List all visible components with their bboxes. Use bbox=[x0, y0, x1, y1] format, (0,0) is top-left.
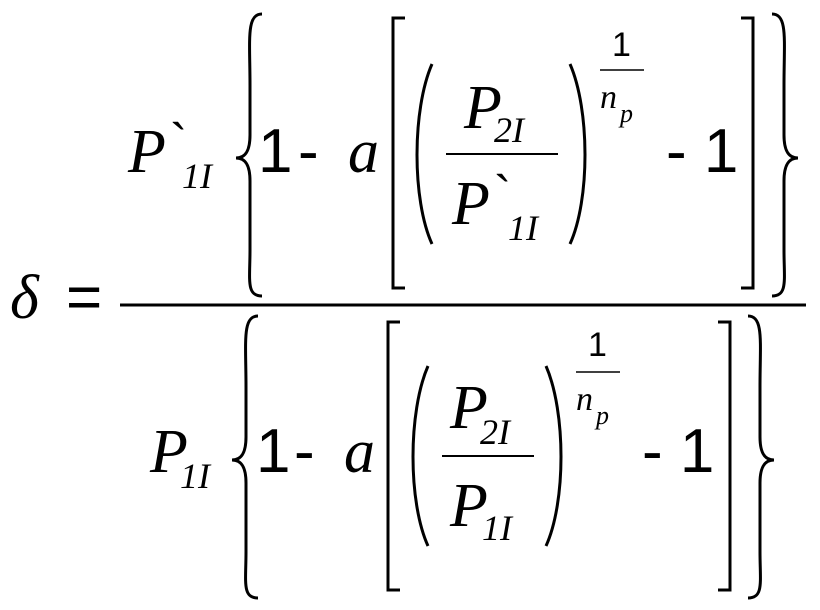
num-left-brace bbox=[235, 12, 263, 298]
num-coef: a bbox=[348, 118, 379, 186]
den-frac-top-sub: 2I bbox=[480, 412, 512, 452]
num-prefix-sub: 1I bbox=[182, 156, 214, 196]
num-exp-den-var: n bbox=[600, 79, 617, 116]
den-left-bracket bbox=[386, 320, 400, 592]
num-minus-one: - 1 bbox=[666, 117, 738, 186]
den-exp-den-var: n bbox=[576, 381, 593, 418]
den-prefix-sub: 1I bbox=[180, 456, 212, 496]
den-right-paren bbox=[544, 365, 563, 547]
num-minus: - bbox=[298, 117, 319, 186]
num-prefix-prime: ` bbox=[170, 114, 187, 172]
equals-sign: = bbox=[66, 263, 102, 332]
num-frac-top-sub: 2I bbox=[494, 110, 526, 150]
den-minus-one: - 1 bbox=[642, 417, 714, 486]
denominator: P 1I 1 - a P 2I P 1I 1 n p - 1 bbox=[149, 314, 775, 600]
num-frac-top-var: P bbox=[463, 74, 502, 142]
num-right-bracket bbox=[741, 16, 755, 290]
den-one: 1 bbox=[256, 417, 290, 486]
den-left-paren bbox=[411, 365, 430, 547]
delta-symbol: δ bbox=[10, 264, 40, 332]
den-exp-num: 1 bbox=[588, 326, 607, 364]
num-one: 1 bbox=[258, 117, 292, 186]
num-prefix-var: P bbox=[127, 118, 166, 186]
den-prefix-var: P bbox=[149, 418, 188, 486]
numerator: P ` 1I 1 - a P 2I P ` 1I 1 n p - 1 bbox=[127, 12, 799, 298]
den-exp-den-sub: p bbox=[594, 401, 609, 430]
den-frac-bot-var: P bbox=[449, 472, 488, 540]
den-right-brace bbox=[747, 314, 775, 600]
den-left-brace bbox=[231, 314, 259, 600]
num-exp-num: 1 bbox=[612, 26, 631, 64]
den-minus: - bbox=[294, 417, 315, 486]
num-right-paren bbox=[568, 63, 587, 245]
den-coef: a bbox=[344, 418, 375, 486]
den-frac-top-var: P bbox=[449, 374, 488, 442]
num-frac-bot-sub: 1I bbox=[508, 208, 540, 248]
den-frac-bot-sub: 1I bbox=[482, 508, 514, 548]
num-right-brace bbox=[771, 12, 799, 298]
num-frac-bot-var: P bbox=[451, 170, 490, 238]
num-exp-den-sub: p bbox=[618, 99, 633, 128]
num-left-bracket bbox=[391, 16, 405, 290]
num-left-paren bbox=[415, 63, 434, 245]
den-right-bracket bbox=[718, 320, 732, 592]
num-frac-bot-prime: ` bbox=[494, 166, 511, 224]
